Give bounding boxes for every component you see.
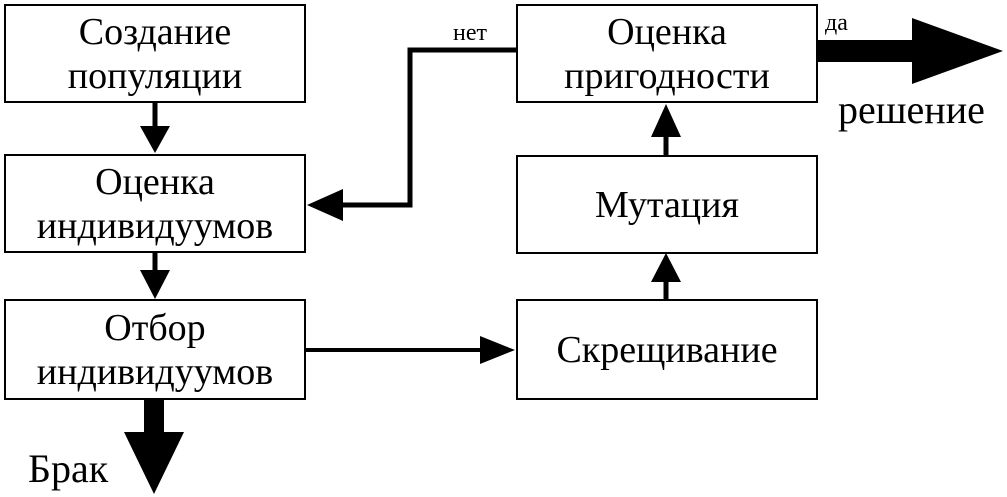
arrow-crossover-to-mutation <box>651 253 681 299</box>
label-no: нет <box>453 20 487 46</box>
node-evaluate-individuals: Оценка индивидуумов <box>4 154 306 253</box>
arrow-select-to-crossover <box>305 336 515 364</box>
node-evaluate-individuals-line2: индивидуумов <box>36 204 274 247</box>
node-create-population-line2: популяции <box>67 54 243 97</box>
node-mutation: Мутация <box>516 155 818 254</box>
node-select-individuals-line2: индивидуумов <box>36 350 274 393</box>
node-crossover-label: Скрещивание <box>556 328 778 371</box>
node-fitness-evaluation-line1: Оценка <box>607 10 727 53</box>
node-select-individuals-line1: Отбор <box>104 306 206 349</box>
node-select-individuals: Отбор индивидуумов <box>4 299 306 400</box>
node-create-population-line1: Создание <box>78 10 232 53</box>
node-crossover: Скрещивание <box>516 299 818 400</box>
node-create-population: Создание популяции <box>4 4 306 103</box>
label-solution: решение <box>838 87 985 132</box>
arrow-create-to-evaluate <box>140 102 170 153</box>
node-fitness-evaluation: Оценка пригодности <box>516 4 818 103</box>
arrow-mutation-to-fitness <box>651 104 681 155</box>
label-reject: Брак <box>28 446 109 491</box>
node-fitness-evaluation-line2: пригодности <box>564 54 770 97</box>
node-mutation-label: Мутация <box>595 183 739 226</box>
node-evaluate-individuals-line1: Оценка <box>95 160 215 203</box>
arrow-select-to-reject <box>124 400 184 494</box>
label-yes: да <box>825 10 848 36</box>
arrow-evaluate-to-select <box>140 252 170 299</box>
arrow-fitness-yes-solution <box>817 18 1003 84</box>
arrow-fitness-no-loop <box>307 47 516 221</box>
